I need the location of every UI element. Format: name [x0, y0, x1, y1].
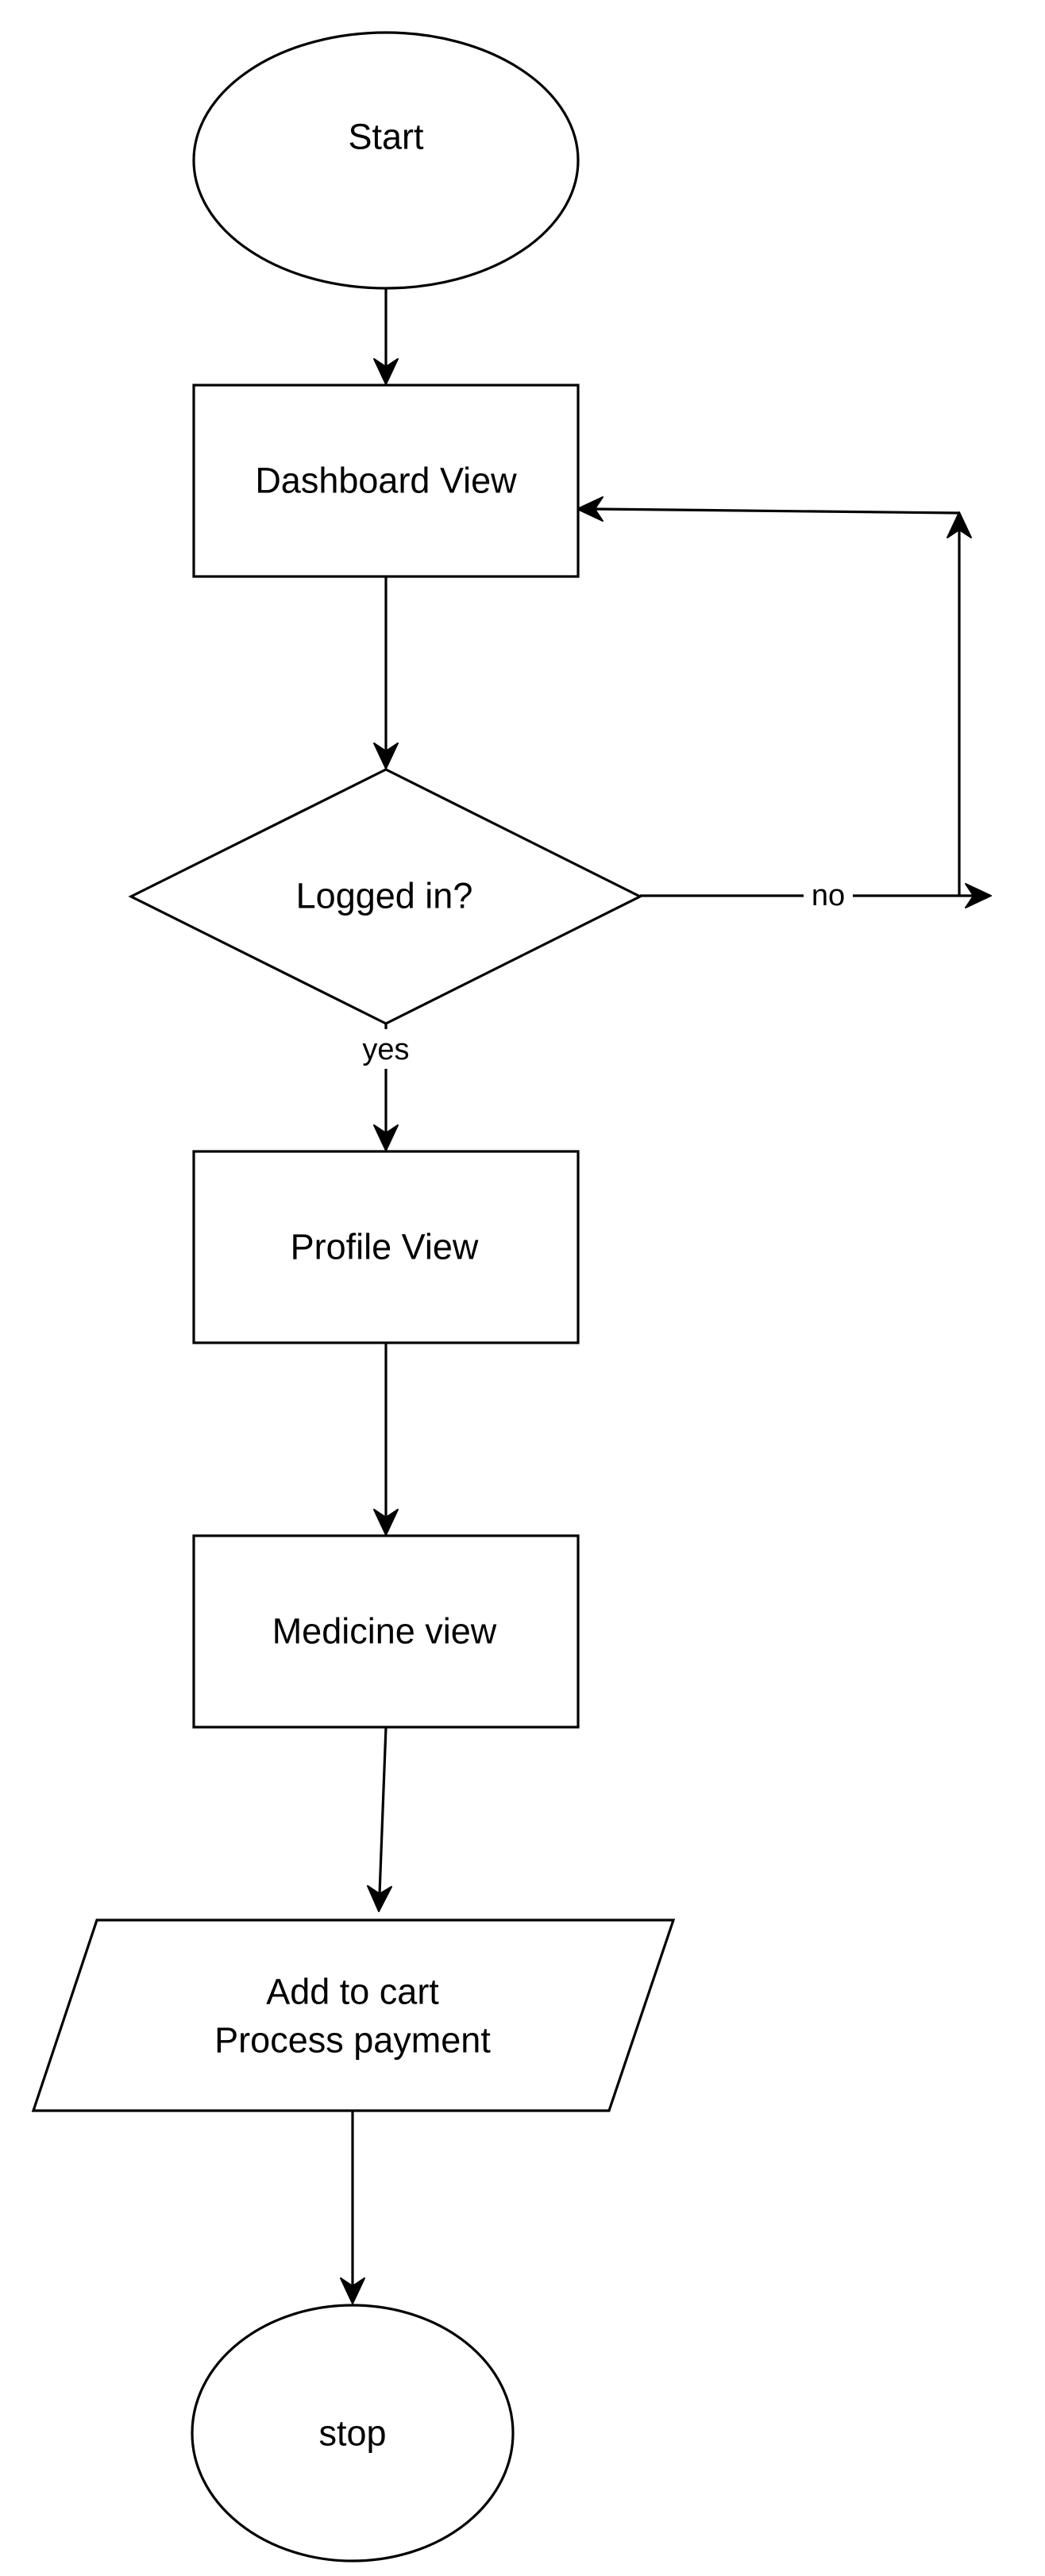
edge-label-no: no [812, 879, 845, 912]
edge-label-background [351, 1029, 421, 1069]
terminal-ellipse [192, 31, 580, 290]
arrowhead-icon [965, 883, 992, 908]
edge-label-background [804, 878, 853, 913]
process-box [192, 1150, 580, 1344]
edge-profile-to-medicine [373, 1343, 399, 1536]
node-stop[interactable]: stop [191, 2304, 515, 2563]
arrowhead-icon [947, 511, 972, 538]
edge-cart-to-stop [340, 2111, 365, 2304]
edge-logged-in-no: no [576, 496, 992, 913]
arrowhead-icon [576, 496, 603, 522]
node-add-to-cart[interactable]: Add to cart Process payment [31, 1919, 676, 2112]
nodes: Start Dashboard View Logged in? Profile … [31, 31, 676, 2563]
node-dashboard-view[interactable]: Dashboard View [192, 384, 580, 578]
node-medicine-view[interactable]: Medicine view [192, 1534, 580, 1729]
decision-diamond [128, 768, 643, 1025]
edge-start-to-dashboard [373, 288, 399, 385]
node-logged-in-decision[interactable]: Logged in? [128, 768, 643, 1025]
arrowhead-icon [367, 1885, 392, 1912]
arrowhead-icon [373, 358, 399, 385]
node-label-add-to-cart: Add to cart [266, 1972, 439, 2012]
node-label-medicine-view: Medicine view [272, 1611, 497, 1652]
node-label-profile-view: Profile View [291, 1227, 479, 1267]
arrowhead-icon [373, 742, 399, 769]
edge-label-yes: yes [362, 1033, 409, 1066]
arrowhead-icon [373, 1124, 399, 1151]
edge-line [378, 1726, 388, 1895]
terminal-ellipse [191, 2304, 515, 2563]
arrowhead-icon [373, 1509, 399, 1536]
node-label-stop: stop [318, 2413, 386, 2454]
edge-dashboard-to-logged-in [373, 577, 399, 769]
edge-medicine-to-cart [367, 1726, 392, 1912]
node-label-dashboard-view: Dashboard View [255, 461, 517, 501]
node-start[interactable]: Start [192, 31, 580, 290]
edge-logged-in-yes: yes [351, 1023, 421, 1151]
node-label-process-payment: Process payment [214, 2020, 491, 2061]
arrowhead-icon [340, 2277, 365, 2304]
node-label-start: Start [348, 117, 424, 157]
io-parallelogram [31, 1919, 676, 2112]
process-box [192, 384, 580, 578]
node-profile-view[interactable]: Profile View [192, 1150, 580, 1344]
process-box [192, 1534, 580, 1729]
node-label-logged-in: Logged in? [296, 876, 473, 916]
edge-line [594, 507, 960, 515]
edges: no yes [340, 288, 992, 2304]
